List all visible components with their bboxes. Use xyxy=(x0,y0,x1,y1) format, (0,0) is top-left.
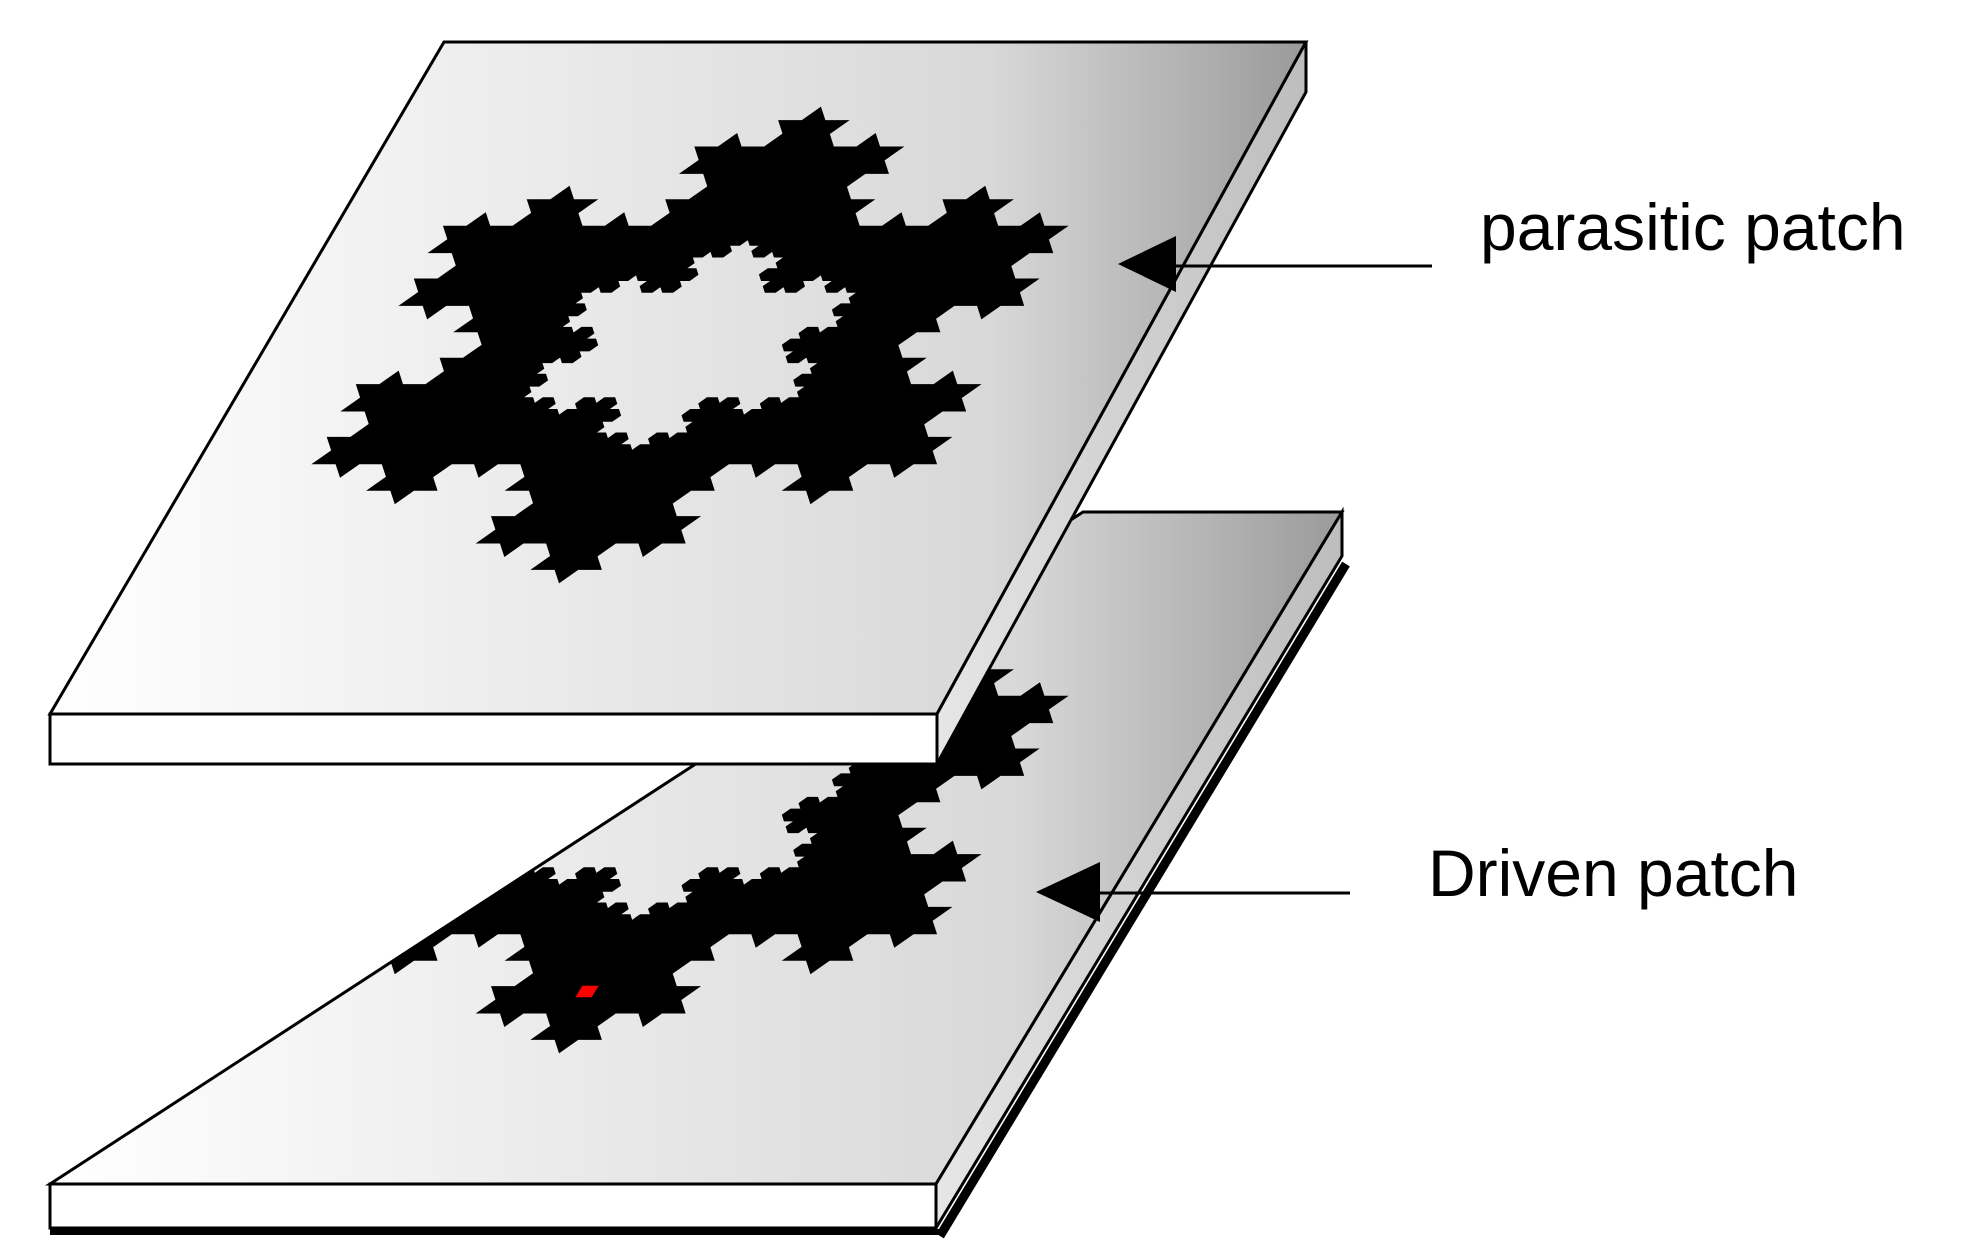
lower-board-front xyxy=(48,1182,938,1230)
arrowhead-left-icon xyxy=(1036,862,1100,922)
lower-board-shadow xyxy=(936,561,1350,1239)
lower-board-side xyxy=(934,506,1344,1234)
upper-board xyxy=(47,40,1309,766)
parasitic-patch xyxy=(311,106,1069,584)
driven-patch-label: Driven patch xyxy=(1428,836,1799,910)
arrowhead-left-icon xyxy=(1118,236,1176,292)
driven-annotation: Driven patch xyxy=(1036,836,1799,922)
upper-board-front xyxy=(48,712,939,766)
parasitic-annotation: parasitic patch xyxy=(1118,190,1906,292)
parasitic-patch-label: parasitic patch xyxy=(1480,190,1906,264)
koch-fractal-ring xyxy=(311,106,1069,584)
feed-point-marker xyxy=(572,984,602,999)
